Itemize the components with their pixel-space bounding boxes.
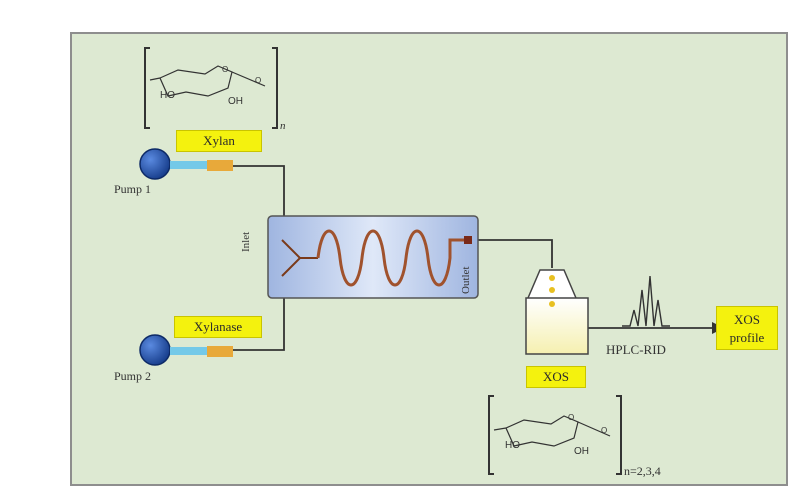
- svg-text:O: O: [222, 65, 228, 74]
- subscript-range: n=2,3,4: [624, 464, 661, 478]
- hplc-peaks-icon: [622, 275, 670, 327]
- oh-label-top: OH: [228, 96, 243, 107]
- outlet-label: Outlet: [460, 266, 472, 295]
- xos-vessel-label: XOS: [526, 366, 586, 388]
- pump-2-label: Pump 2: [114, 369, 152, 383]
- xos-profile-box: XOS profile: [716, 306, 778, 350]
- ho-label-bottom: HO: [505, 440, 520, 451]
- subscript-n: n: [280, 120, 286, 132]
- pump-1-assembly: [139, 148, 233, 180]
- reactor: [267, 215, 479, 299]
- oh-label-bottom: OH: [574, 446, 589, 457]
- svg-text:O: O: [568, 413, 574, 422]
- y-mixer: [281, 239, 318, 277]
- xylan-structure: O O: [144, 47, 278, 129]
- sugar-ring-icon: O O: [493, 413, 611, 447]
- ho-label-top: HO: [160, 90, 175, 101]
- pump-icon: [139, 334, 171, 366]
- reactor-coil-icon: [316, 229, 470, 287]
- pump-1-label: Pump 1: [114, 182, 152, 196]
- pump-2-assembly: [139, 334, 233, 366]
- sugar-ring-icon: O O: [149, 65, 266, 97]
- hplc-label: HPLC-RID: [606, 342, 666, 357]
- collection-vessel-icon: [525, 269, 589, 355]
- pump-icon: [139, 148, 171, 180]
- xos-structure: O O: [488, 395, 622, 475]
- xos-profile-line2: profile: [729, 330, 765, 345]
- xylan-label: Xylan: [176, 130, 262, 152]
- xylanase-label: Xylanase: [174, 316, 262, 338]
- svg-text:O: O: [255, 76, 261, 85]
- svg-text:O: O: [601, 426, 607, 435]
- inlet-label: Inlet: [240, 231, 252, 252]
- xos-profile-line1: XOS: [733, 312, 760, 327]
